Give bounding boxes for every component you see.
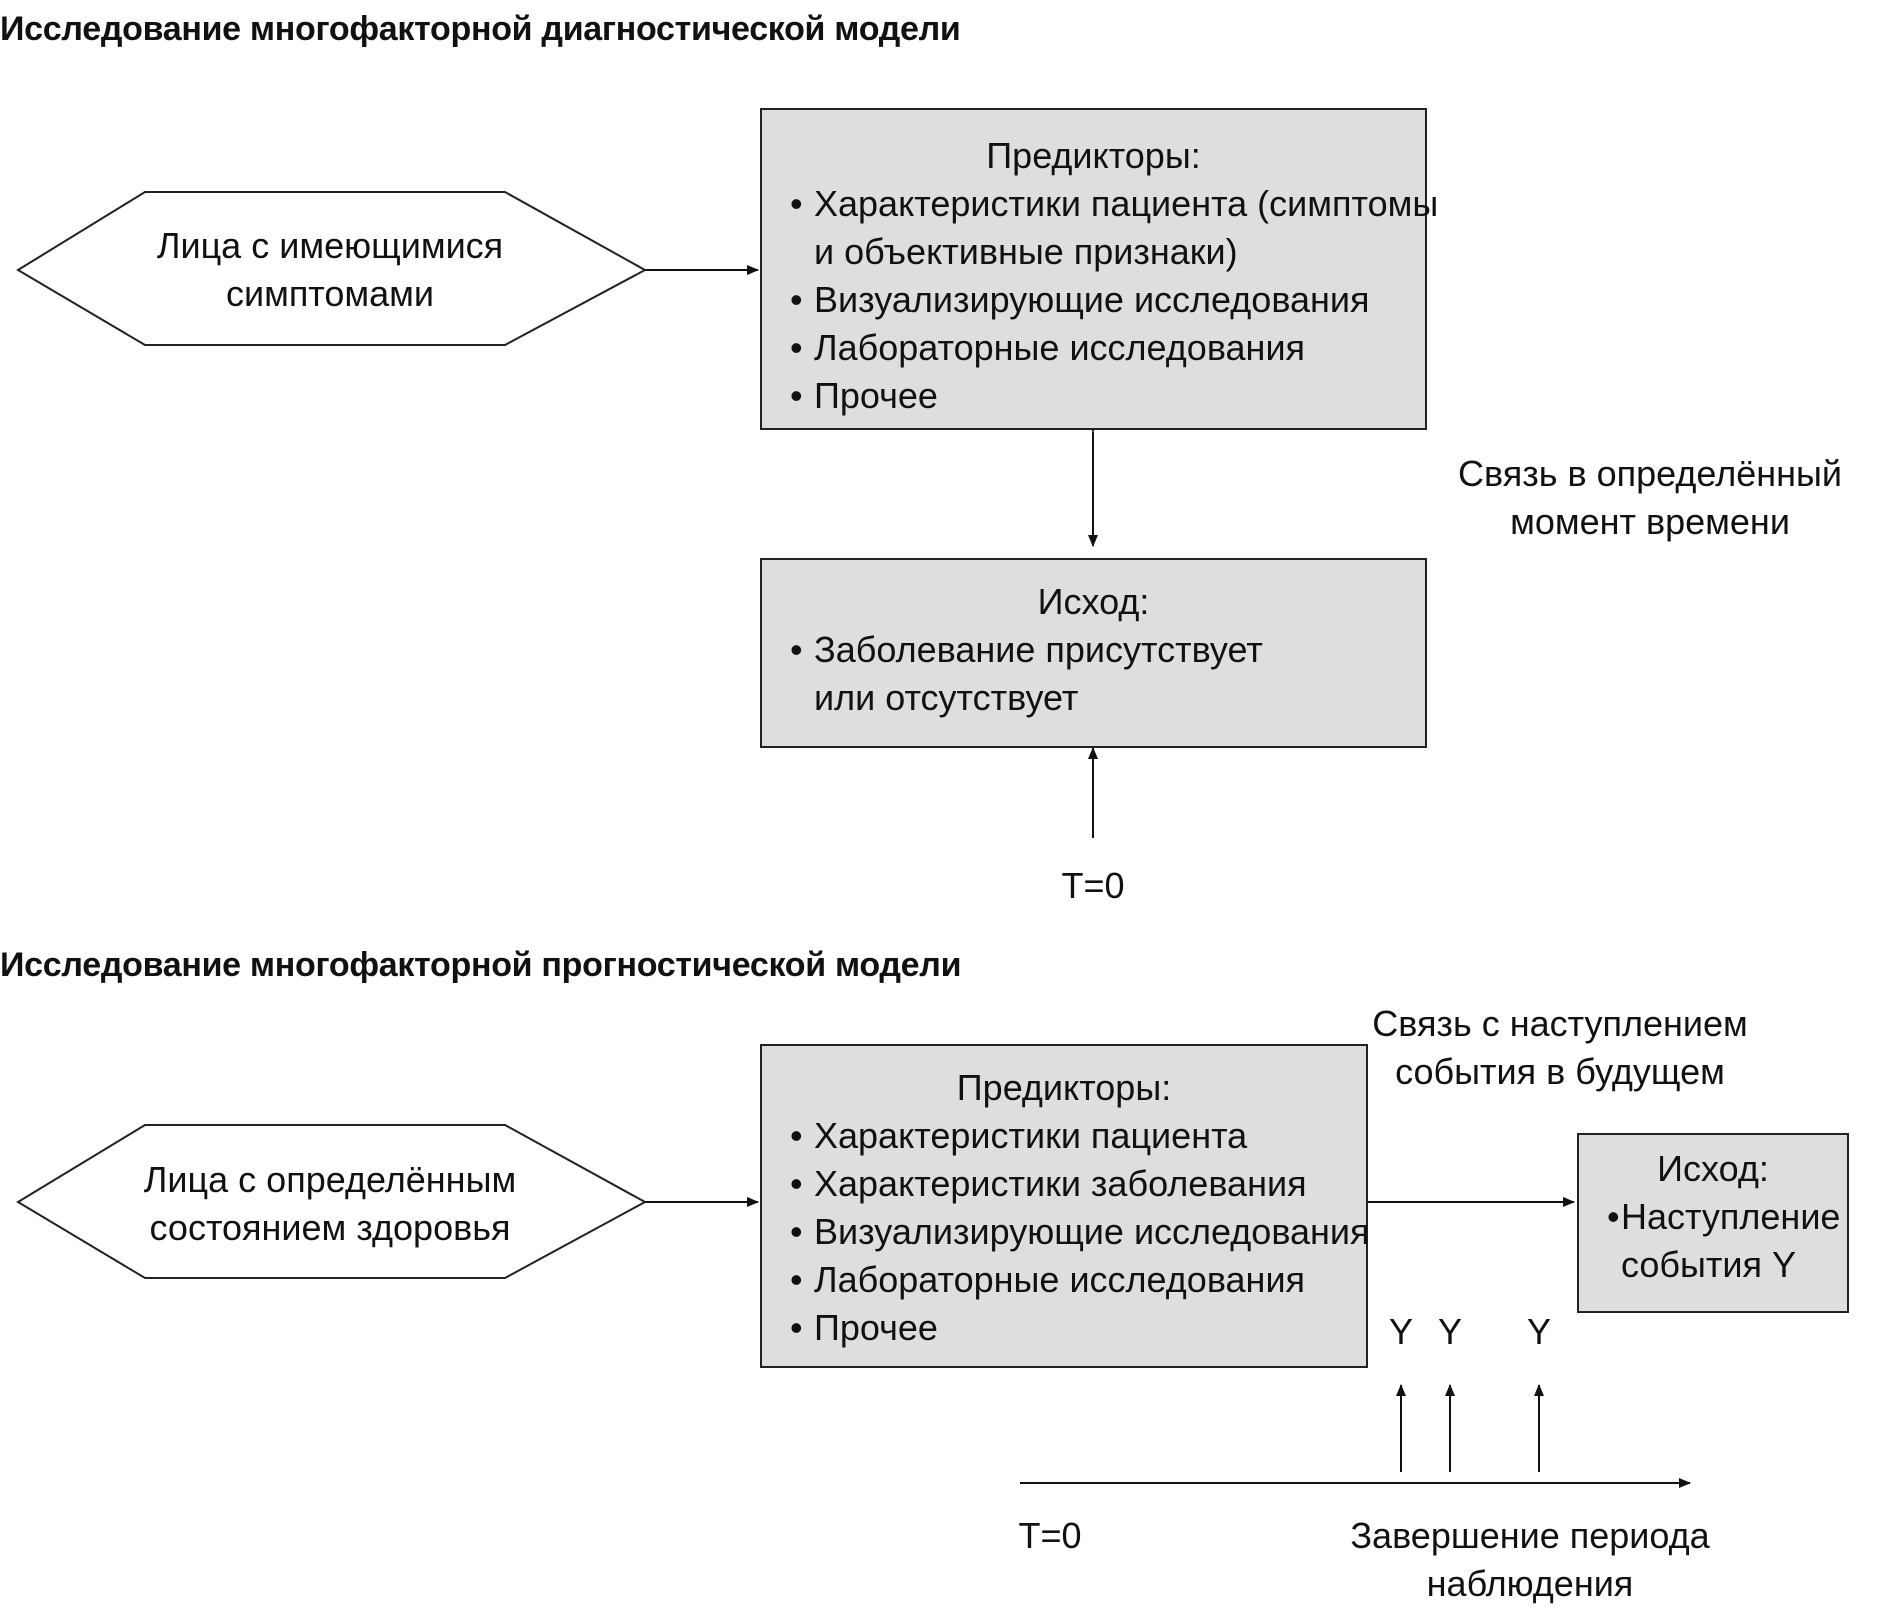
diag-association-line-1: Связь в определённый (1458, 453, 1842, 494)
prog-event-label-1: Y (1388, 1311, 1413, 1352)
diag-population-line-2: симптомами (225, 273, 435, 314)
prog-end-label: Завершение периода наблюдения (1330, 1512, 1730, 1608)
diag-predictors-heading: Предикторы: (986, 135, 1201, 176)
diag-association-note: Связь в определённый момент времени (1450, 450, 1850, 546)
prog-association-note: Связь с наступлением события в будущем (1360, 1000, 1760, 1096)
prog-predictor-item: Визуализирующие исследования (762, 1208, 1370, 1256)
diag-population-line-1: Лица с имеющимися (156, 225, 504, 266)
prog-outcome-item-continuation: события Y (1621, 1244, 1797, 1285)
prog-outcome-heading: Исход: (1657, 1148, 1769, 1189)
prog-predictor-item: Характеристики заболевания (762, 1160, 1366, 1208)
prog-population-label: Лица с определённым состоянием здоровья (100, 1156, 560, 1252)
prog-outcome-item: Наступление (1579, 1193, 1847, 1241)
prog-title: Исследование многофакторной прогностичес… (0, 946, 962, 984)
diag-population-label: Лица с имеющимися симптомами (100, 222, 560, 318)
prog-association-line-1: Связь с наступлением (1372, 1003, 1748, 1044)
prog-predictor-item: Характеристики пациента (762, 1112, 1366, 1160)
diag-predictors-box: Предикторы: Характеристики пациента (сим… (760, 108, 1438, 430)
prog-population-line-2: состоянием здоровья (149, 1207, 511, 1248)
prog-predictors-box: Предикторы: Характеристики пациента Хара… (760, 1044, 1370, 1368)
prog-population-line-1: Лица с определённым (143, 1159, 517, 1200)
diag-predictor-item: Лабораторные исследования (762, 324, 1425, 372)
prog-predictor-item: Прочее (762, 1304, 1366, 1352)
prog-end-line-1: Завершение периода (1350, 1515, 1710, 1556)
prog-predictor-item: Лабораторные исследования (762, 1256, 1366, 1304)
prog-event-label-2: Y (1437, 1311, 1462, 1352)
prog-event-label-3: Y (1526, 1311, 1551, 1352)
diag-association-line-2: момент времени (1510, 501, 1790, 542)
diag-predictor-item: Характеристики пациента (симптомы (762, 180, 1438, 228)
diag-predictor-item: Прочее (762, 372, 1425, 420)
prog-predictors-heading: Предикторы: (956, 1067, 1172, 1108)
diag-t0-label: T=0 (1061, 865, 1125, 906)
diag-outcome-item: Заболевание присутствует (762, 626, 1425, 674)
diag-outcome-box: Исход: Заболевание присутствует или отсу… (760, 558, 1427, 748)
diag-title: Исследование многофакторной диагностичес… (0, 10, 961, 48)
prog-end-line-2: наблюдения (1426, 1563, 1634, 1604)
diag-predictor-item-continuation: и объективные признаки) (814, 231, 1238, 272)
diag-outcome-item-continuation: или отсутствует (814, 677, 1079, 718)
prog-t0-label: T=0 (1018, 1515, 1082, 1556)
diag-outcome-heading: Исход: (1037, 581, 1150, 622)
prog-association-line-2: события в будущем (1395, 1051, 1725, 1092)
diag-predictor-item: Визуализирующие исследования (762, 276, 1425, 324)
prog-outcome-box: Исход: Наступление события Y (1577, 1133, 1849, 1313)
